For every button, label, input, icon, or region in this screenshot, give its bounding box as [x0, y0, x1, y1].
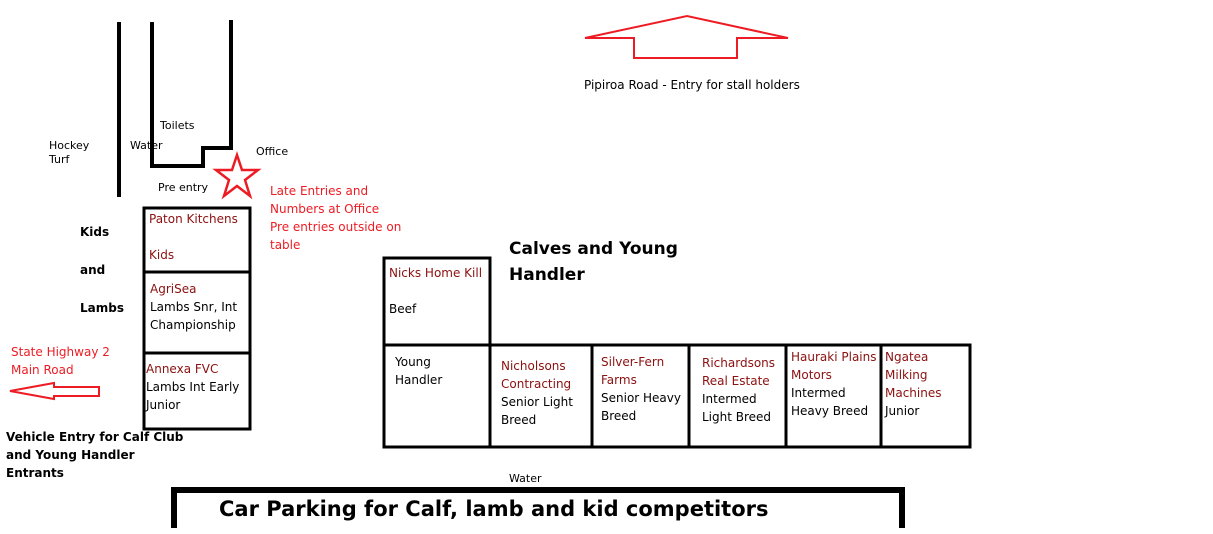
calf-pens-outline: [382, 256, 972, 449]
pen-silver-fern: Silver-Fern Farms Senior Heavy Breed: [601, 353, 681, 425]
pre-entry-label: Pre entry: [158, 181, 209, 194]
pen-sponsor: Milking: [885, 368, 928, 382]
pen-sponsor: Motors: [791, 368, 832, 382]
pen-agrisea: AgriSea Lambs Snr, Int Championship: [150, 280, 237, 334]
pen-sponsor: AgriSea: [150, 282, 197, 296]
pen-hauraki-plains: Hauraki Plains Motors Intermed Heavy Bre…: [791, 348, 876, 420]
pen-class: Senior Light: [501, 395, 573, 409]
hockey-line: Hockey: [49, 139, 90, 152]
toilets-label: Toilets: [160, 119, 195, 132]
vehicle-line: Vehicle Entry for Calf Club: [6, 430, 184, 444]
pen-class: Championship: [150, 318, 236, 332]
left-pens-outline: [142, 206, 252, 431]
lambs-label: Lambs: [80, 301, 124, 315]
vehicle-entry-label: Vehicle Entry for Calf Club and Young Ha…: [6, 428, 183, 482]
pen-class: Handler: [395, 373, 443, 387]
calves-heading: Calves and Young Handler: [509, 236, 678, 288]
pen-sponsor: Annexa FVC: [146, 362, 219, 376]
highway-line: State Highway 2: [11, 345, 110, 359]
water-label: Water: [130, 139, 163, 152]
and-label: and: [80, 263, 106, 277]
office-label: Office: [256, 145, 289, 158]
pen-ngatea: Ngatea Milking Machines Junior: [885, 348, 941, 420]
pen-class: Young: [395, 355, 431, 369]
pen-class: Light Breed: [702, 410, 772, 424]
water-bottom-label: Water: [509, 472, 542, 485]
state-highway-label: State Highway 2 Main Road: [11, 343, 110, 379]
pen-class: Intermed: [791, 386, 846, 400]
pen-young-handler: Young Handler: [395, 353, 442, 389]
pen-class: Beef: [389, 302, 417, 316]
pen-sponsor: Machines: [885, 386, 942, 400]
late-entries-note: Late Entries and Numbers at Office Pre e…: [270, 182, 401, 254]
car-parking-label: Car Parking for Calf, lamb and kid compe…: [219, 497, 769, 521]
pipiroa-road-label: Pipiroa Road - Entry for stall holders: [584, 78, 800, 92]
main-road-line: Main Road: [11, 363, 74, 377]
pen-sponsor: Silver-Fern: [601, 355, 665, 369]
pen-class: Lambs Int Early: [146, 380, 240, 394]
pen-sponsor: Hauraki Plains: [791, 350, 877, 364]
pen-class: Heavy Breed: [791, 404, 869, 418]
pen-sponsor: Richardsons: [702, 356, 776, 370]
note-line: table: [270, 238, 301, 252]
pen-class: Breed: [501, 413, 537, 427]
building-walls: [117, 20, 233, 197]
note-line: Pre entries outside on: [270, 220, 402, 234]
pen-class: Senior Heavy: [601, 391, 681, 405]
office-star-icon: [212, 151, 262, 200]
note-line: Numbers at Office: [270, 202, 380, 216]
pen-sponsor: Ngatea: [885, 350, 929, 364]
pen-nicks: Nicks Home Kill Beef: [389, 264, 482, 318]
pen-nicholsons: Nicholsons Contracting Senior Light Bree…: [501, 357, 573, 429]
pen-annexa: Annexa FVC Lambs Int Early Junior: [146, 360, 239, 414]
left-arrow-icon: [9, 381, 100, 401]
pen-richardsons: Richardsons Real Estate Intermed Light B…: [702, 354, 775, 426]
pen-sponsor: Real Estate: [702, 374, 770, 388]
pen-sponsor: Nicks Home Kill: [389, 266, 483, 280]
kids-label: Kids: [80, 225, 110, 239]
pen-class: Junior: [885, 404, 920, 418]
pen-class: Breed: [601, 409, 637, 423]
pen-class: Kids: [149, 248, 175, 262]
pen-paton-kitchens: Paton Kitchens Kids: [149, 210, 238, 264]
note-line: Late Entries and: [270, 184, 369, 198]
pen-class: Junior: [146, 398, 181, 412]
pen-sponsor: Contracting: [501, 377, 572, 391]
vehicle-line: Entrants: [6, 466, 64, 480]
hockey-turf-label: Hockey Turf: [49, 139, 89, 167]
pen-class: Lambs Snr, Int: [150, 300, 238, 314]
vehicle-line: and Young Handler: [6, 448, 135, 462]
pen-class: Intermed: [702, 392, 757, 406]
heading-line: Calves and Young: [509, 239, 678, 259]
up-arrow-icon: [584, 14, 789, 59]
pen-sponsor: Paton Kitchens: [149, 212, 238, 226]
turf-line: Turf: [49, 153, 70, 166]
pen-sponsor: Nicholsons: [501, 359, 566, 373]
heading-line: Handler: [509, 265, 585, 285]
pen-sponsor: Farms: [601, 373, 637, 387]
parking-boundary: [171, 487, 905, 528]
